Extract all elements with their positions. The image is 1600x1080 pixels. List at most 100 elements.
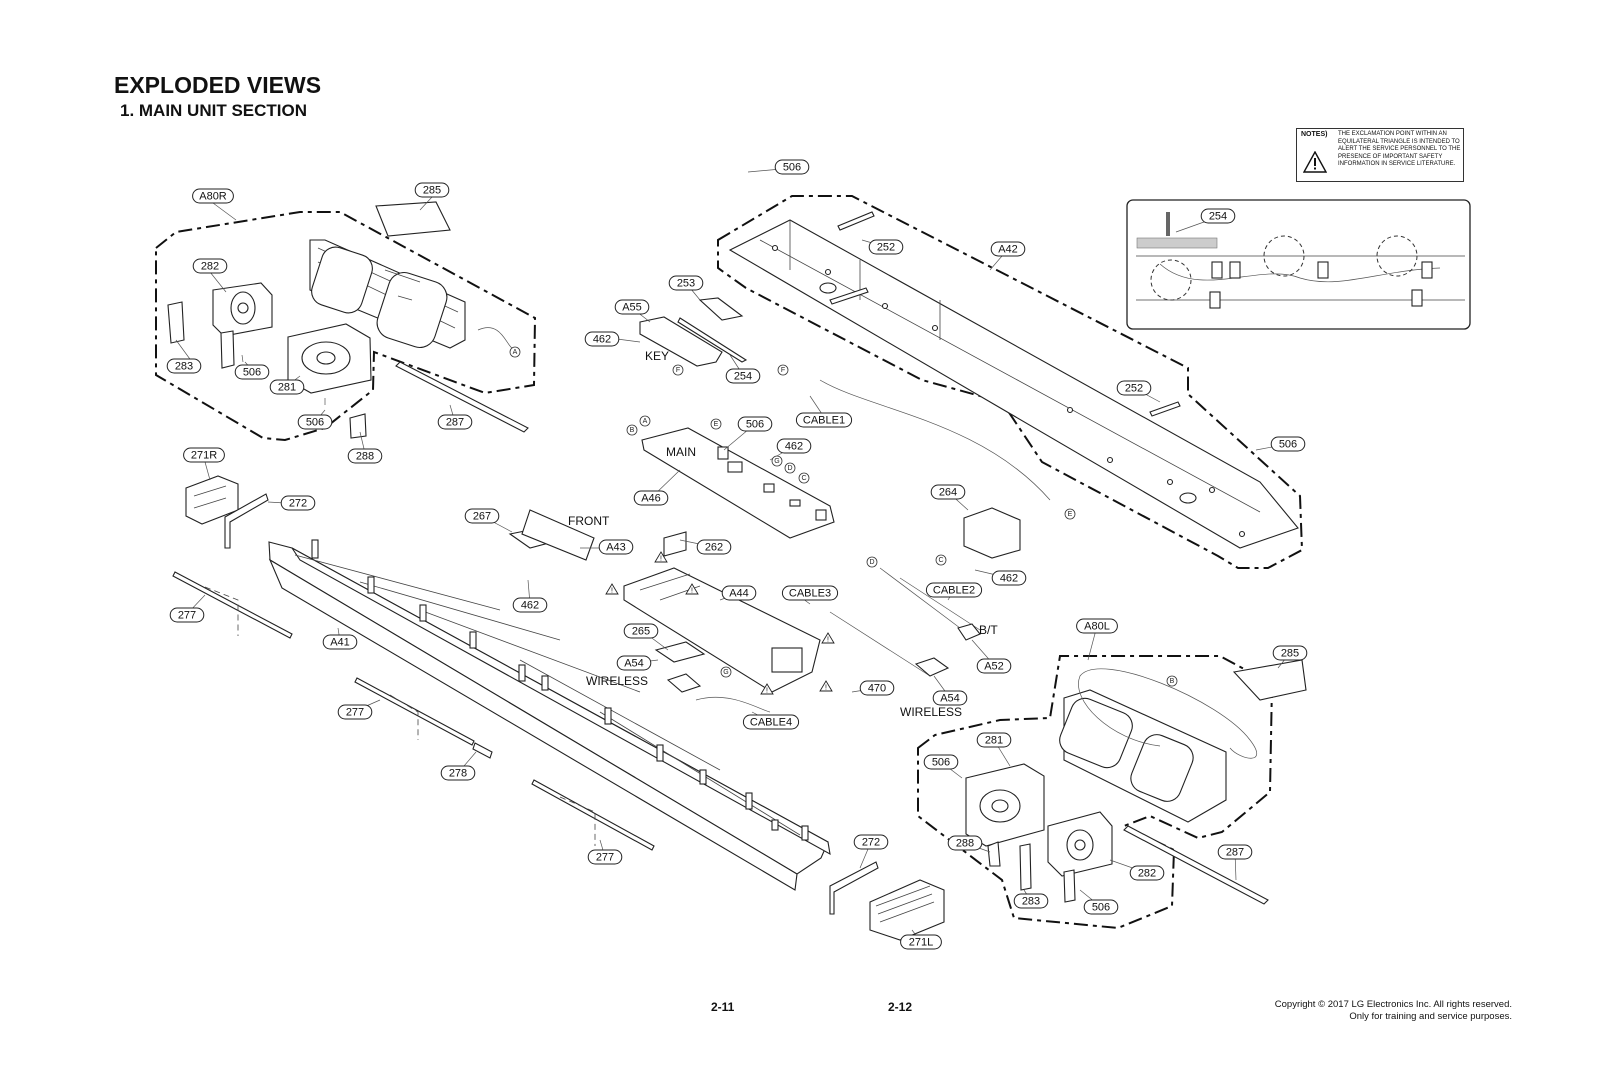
callout-label: 506: [1092, 902, 1110, 914]
right-speaker-assembly: [155, 211, 537, 442]
callout-tag: A80L: [1076, 618, 1118, 634]
svg-text:!: !: [825, 685, 827, 692]
warning-triangle-icon: !: [605, 583, 619, 595]
callout-tag: 277: [587, 849, 623, 865]
connector-marker: G: [771, 455, 783, 467]
callout-tag: A46: [633, 490, 669, 506]
callout-label: CABLE3: [789, 588, 831, 600]
callout-label: 262: [705, 542, 723, 554]
callout-tag: 506: [774, 159, 810, 175]
callout-tag: CABLE1: [795, 412, 853, 428]
callout-tag: 285: [414, 182, 450, 198]
callout-tag: A52: [976, 658, 1012, 674]
assembly-label: MAIN: [666, 445, 696, 459]
svg-text:E: E: [714, 421, 719, 428]
callout-label: 288: [356, 451, 374, 463]
callout-tag: A43: [598, 539, 634, 555]
svg-text:A: A: [643, 418, 648, 425]
callout-tag: 506: [923, 754, 959, 770]
top-plate-assembly: [717, 195, 1304, 569]
callout-label: 264: [939, 487, 957, 499]
svg-text:E: E: [1068, 511, 1073, 518]
callout-label: 287: [1226, 847, 1244, 859]
callout-tag: 285: [1272, 645, 1308, 661]
front-grille-cabinet: [172, 475, 945, 941]
callout-tag: 272: [280, 495, 316, 511]
callout-label: 277: [178, 610, 196, 622]
callout-label: 506: [932, 757, 950, 769]
callout-label: 285: [1281, 648, 1299, 660]
copyright: Copyright © 2017 LG Electronics Inc. All…: [1275, 999, 1512, 1023]
pad-285-right: [375, 201, 451, 237]
copyright-line2: Only for training and service purposes.: [1349, 1011, 1512, 1022]
callout-tag: CABLE3: [781, 585, 839, 601]
callout-tag: 267: [464, 508, 500, 524]
svg-text:D: D: [787, 465, 792, 472]
callout-tag: 281: [976, 732, 1012, 748]
callout-tag: A44: [721, 585, 757, 601]
callout-label: 287: [446, 417, 464, 429]
exploded-view-diagram: ! ! ! ! ! ! A80R285282283506281506287288…: [155, 159, 1471, 950]
callout-tag: 283: [1013, 893, 1049, 909]
callout-tag: CABLE2: [925, 582, 983, 598]
detail-inset: [1126, 199, 1471, 330]
svg-text:!: !: [660, 556, 662, 563]
connector-marker: D: [784, 462, 796, 474]
svg-text:A: A: [513, 349, 518, 356]
connector-marker: C: [798, 472, 810, 484]
svg-text:F: F: [781, 367, 785, 374]
callout-tag: 283: [166, 358, 202, 374]
callout-label: A55: [622, 302, 642, 314]
callout-tag: CABLE4: [742, 714, 800, 730]
callout-label: 277: [346, 707, 364, 719]
callout-tag: A80R: [192, 188, 234, 204]
callout-tag: 462: [512, 597, 548, 613]
svg-text:!: !: [611, 588, 613, 595]
callout-tag: 462: [991, 570, 1027, 586]
callout-tag: 253: [668, 275, 704, 291]
callout-label: A41: [330, 637, 350, 649]
svg-text:B: B: [1170, 678, 1175, 685]
connector-marker: A: [509, 346, 521, 358]
callout-tag: 288: [347, 448, 383, 464]
callout-tag: 271R: [183, 447, 225, 463]
section-title: 1. MAIN UNIT SECTION: [120, 101, 308, 120]
connector-marker: E: [1064, 508, 1076, 520]
callout-label: CABLE2: [933, 585, 975, 597]
callout-label: A46: [641, 493, 661, 505]
svg-text:B: B: [630, 427, 635, 434]
svg-text:C: C: [801, 475, 806, 482]
callout-tag: 271L: [900, 934, 942, 950]
callout-tag: 462: [584, 331, 620, 347]
connector-marker: F: [672, 364, 684, 376]
callout-label: 462: [1000, 573, 1018, 585]
connector-marker: E: [710, 418, 722, 430]
callout-tag: 277: [169, 607, 205, 623]
callout-label: 267: [473, 511, 491, 523]
callout-label: 252: [877, 242, 895, 254]
copyright-line1: Copyright © 2017 LG Electronics Inc. All…: [1274, 999, 1512, 1010]
svg-text:G: G: [774, 458, 779, 465]
assembly-label: FRONT: [568, 514, 610, 528]
callout-tag: A54: [616, 655, 652, 671]
callout-label: CABLE1: [803, 415, 845, 427]
callout-tag: 254: [725, 368, 761, 384]
callout-label: 271L: [909, 937, 933, 949]
callout-label: A54: [940, 693, 960, 705]
left-speaker-assembly: [917, 655, 1307, 930]
callout-tag: A41: [322, 634, 358, 650]
callout-label: 462: [521, 600, 539, 612]
callout-tag: 470: [859, 680, 895, 696]
notes-text: THE EXCLAMATION POINT WITHIN AN EQUILATE…: [1338, 131, 1461, 167]
callout-label: 282: [201, 261, 219, 273]
callout-label: 271R: [191, 450, 217, 462]
callout-tag: 462: [776, 438, 812, 454]
warning-triangle-icon: !: [821, 632, 835, 644]
callout-label: 506: [783, 162, 801, 174]
callout-label: 278: [449, 768, 467, 780]
assembly-label: B/T: [979, 623, 998, 637]
callout-label: 252: [1125, 383, 1143, 395]
callout-label: 283: [175, 361, 193, 373]
